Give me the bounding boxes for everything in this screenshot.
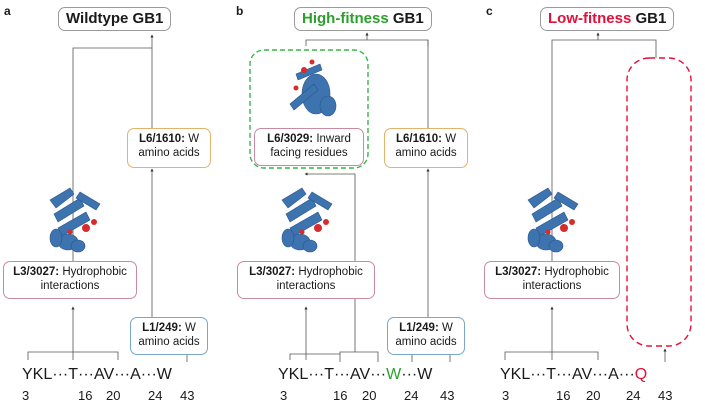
panel-b-sequence: YKL···T···AV···W···W: [278, 366, 432, 384]
panel-b-l1-text-1: W: [441, 322, 453, 334]
panel-a-position-20: 20: [106, 388, 121, 403]
panel-a-position-24: 24: [148, 388, 163, 403]
panel-c-position-24: 24: [626, 388, 641, 403]
panel-c-position-20: 20: [586, 388, 601, 403]
panel-c-l3-label: L3/3027:: [495, 266, 542, 278]
panel-b-l6-box: L6/1610: W amino acids: [384, 128, 468, 168]
panel-b-position-3: 3: [280, 388, 288, 403]
protein-structure-icon: [49, 187, 101, 253]
panel-b-l6-label: L6/1610:: [395, 133, 442, 145]
panel-b-title-colored: High-fitness: [302, 10, 389, 27]
panel-b-l1-text-2: amino acids: [395, 336, 457, 348]
panel-letter-c: c: [486, 4, 493, 18]
panel-a-l6-text-1: W: [188, 133, 200, 145]
panel-b-l6a-text-2: facing residues: [270, 147, 348, 159]
panel-b-l3-label: L3/3027:: [249, 266, 296, 278]
panel-c-position-43: 43: [658, 388, 673, 403]
panel-a-l1-text-1: W: [184, 322, 196, 334]
panel-b-title-rest: GB1: [392, 10, 424, 27]
panel-b-l6a-text-1: Inward: [316, 133, 351, 145]
panel-c-position-3: 3: [502, 388, 510, 403]
panel-a-sequence: YKL···T···AV···A···W: [22, 366, 172, 383]
panel-letter-a: a: [4, 4, 11, 18]
panel-c-l3-text: Hydrophobic interactions: [522, 266, 609, 292]
panel-b-l6-text-2: amino acids: [395, 147, 457, 159]
panel-c-title: Low-fitness GB1: [540, 7, 675, 31]
panel-c-title-colored: Low-fitness: [548, 10, 632, 27]
panel-a-position-43: 43: [180, 388, 195, 403]
protein-structure-icon: [281, 187, 333, 253]
protein-structure-icon: [289, 59, 337, 117]
protein-structure-icon: [527, 187, 579, 253]
panel-c-sequence: YKL···T···AV···A···Q: [500, 366, 647, 384]
panel-b-sequence-part-1: YKL···T···AV···: [278, 366, 387, 383]
panel-b-l6-text-1: W: [445, 133, 457, 145]
panel-b-l1-box: L1/249: W amino acids: [387, 317, 465, 355]
panel-b-l3-text: Hydrophobic interactions: [276, 266, 363, 292]
panel-letter-b: b: [236, 4, 244, 18]
panel-b-position-20: 20: [362, 388, 377, 403]
panel-b-position-16: 16: [333, 388, 348, 403]
panel-a-l6-box: L6/1610: W amino acids: [127, 128, 211, 168]
panel-a-position-3: 3: [22, 388, 30, 403]
panel-b-l6a-label: L6/3029:: [267, 133, 314, 145]
panel-b-title: High-fitness GB1: [294, 7, 432, 31]
panel-a-l3-text: Hydrophobic interactions: [40, 266, 127, 292]
panel-a-l6-text-2: amino acids: [138, 147, 200, 159]
panel-a-l1-label: L1/249:: [142, 322, 182, 334]
panel-a-l3-label: L3/3027:: [13, 266, 60, 278]
panel-b-sequence-mutation: W: [386, 366, 402, 383]
panel-c-position-16: 16: [556, 388, 571, 403]
panel-c-l3-box: L3/3027: Hydrophobic interactions: [484, 261, 620, 299]
panel-a-l1-text-2: amino acids: [138, 336, 200, 348]
panel-b-sequence-part-2: ···W: [401, 366, 433, 383]
panel-a-l3-box: L3/3027: Hydrophobic interactions: [3, 261, 137, 299]
panel-a-l6-label: L6/1610:: [138, 133, 185, 145]
panel-c-sequence-part-1: YKL···T···AV···A···: [500, 366, 635, 383]
panel-b-l1-label: L1/249:: [399, 322, 439, 334]
panel-b-l6a-box: L6/3029: Inward facing residues: [254, 128, 364, 166]
panel-c-sequence-mutation: Q: [634, 366, 648, 383]
panel-b-l3-box: L3/3027: Hydrophobic interactions: [237, 261, 375, 299]
panel-a-position-16: 16: [78, 388, 93, 403]
panel-b-position-43: 43: [440, 388, 455, 403]
panel-c-title-rest: GB1: [635, 10, 667, 27]
panel-b-position-24: 24: [404, 388, 419, 403]
panel-a-l1-box: L1/249: W amino acids: [130, 317, 208, 355]
panel-a-title: Wildtype GB1: [58, 7, 172, 31]
